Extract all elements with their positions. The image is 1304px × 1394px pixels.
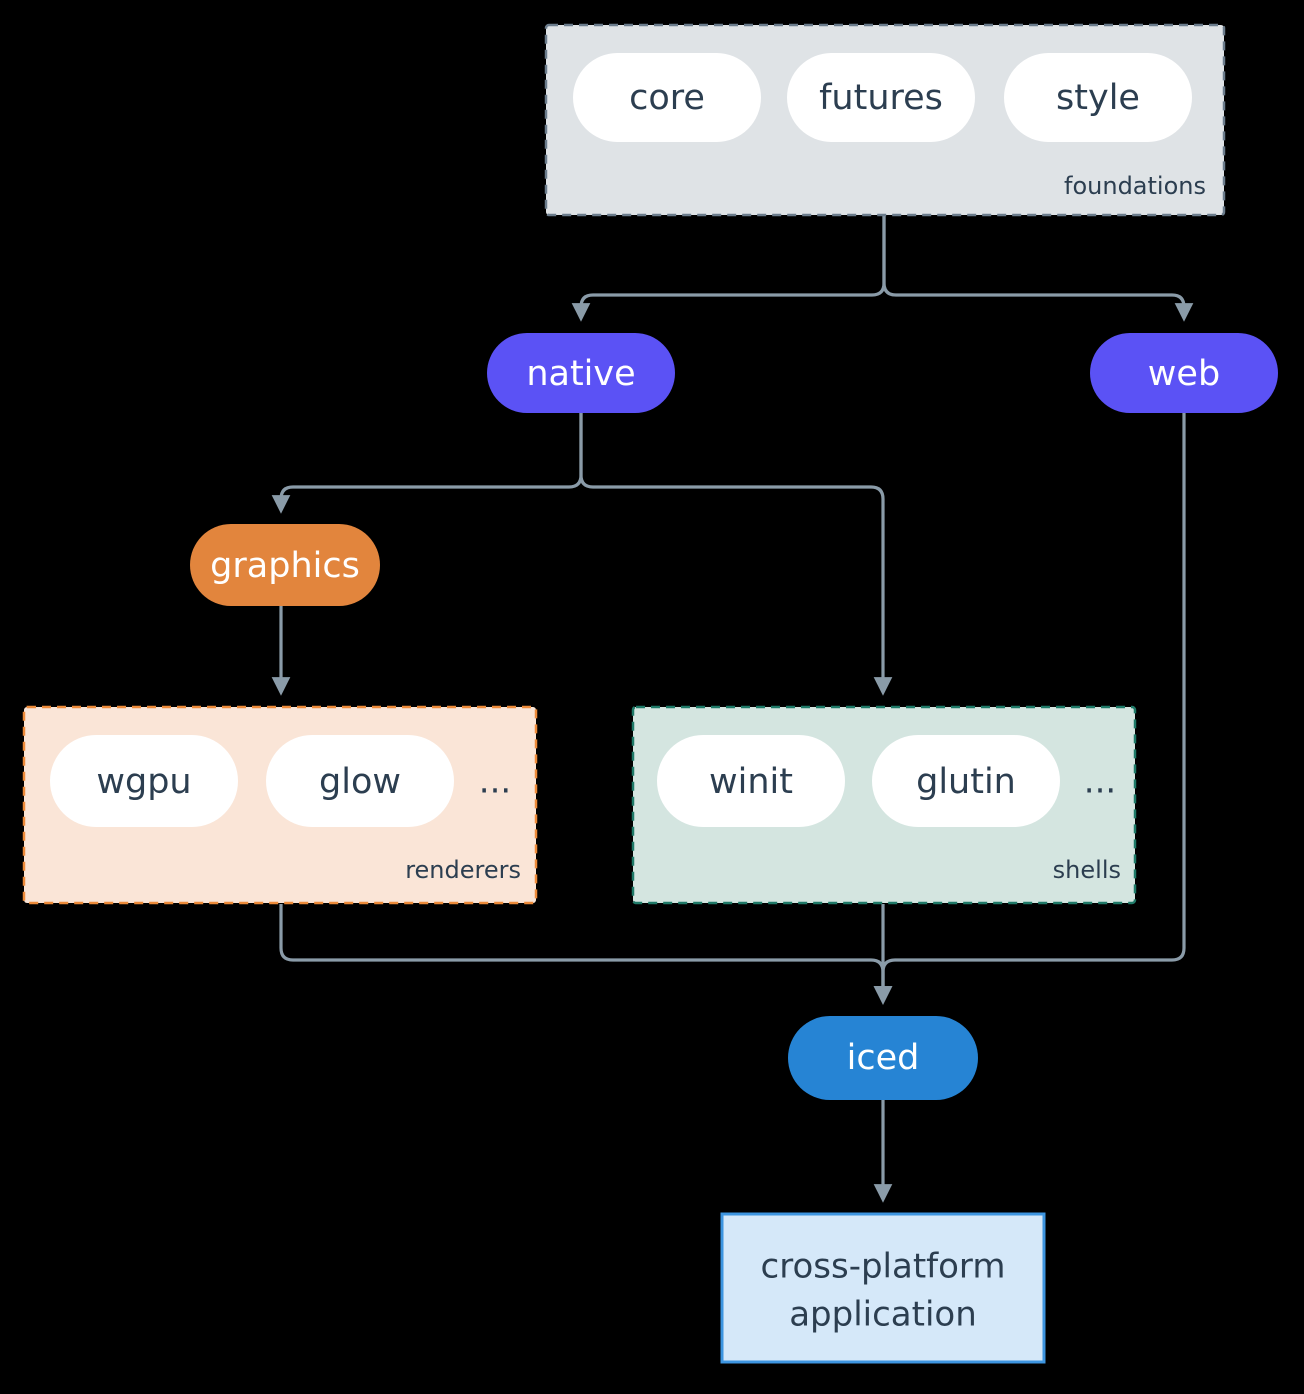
node-glow-shape [266,735,454,827]
edge-native-shells [579,413,893,696]
node-application-label-line2: application [789,1295,977,1335]
edge-web-iced [873,413,1186,1005]
node-web-shape [1090,333,1278,413]
node-glutin-shape [872,735,1060,827]
node-iced-label: iced [847,1038,920,1078]
renderers-ellipsis: ... [479,762,511,802]
cluster-renderers: wgpu glow ... renderers [22,705,538,905]
node-winit-label: winit [709,762,793,802]
cluster-shells-label: shells [1053,856,1121,884]
node-wgpu-label: wgpu [96,762,191,802]
node-iced[interactable]: iced [788,1016,978,1100]
node-futures[interactable]: futures [787,53,975,142]
node-style[interactable]: style [1004,53,1192,142]
node-graphics[interactable]: graphics [190,524,380,606]
node-graphics-shape [190,524,380,606]
cluster-renderers-label: renderers [405,856,521,884]
node-wgpu-shape [50,735,238,827]
node-futures-shape [787,53,975,142]
node-style-label: style [1056,78,1140,118]
node-core-shape [573,53,761,142]
node-futures-label: futures [819,78,943,118]
node-glutin[interactable]: glutin [872,735,1060,827]
node-native-label: native [526,354,635,394]
cluster-shells: winit glutin ... shells [631,705,1137,905]
node-winit[interactable]: winit [657,735,845,827]
node-application-label-line1: cross-platform [761,1247,1006,1287]
node-glow[interactable]: glow [266,735,454,827]
node-wgpu[interactable]: wgpu [50,735,238,827]
edge-foundations-web [882,216,1194,322]
node-winit-shape [657,735,845,827]
node-glow-label: glow [319,762,401,802]
node-core-label: core [629,78,705,118]
node-application-shape [720,1212,1046,1364]
node-iced-shape [788,1016,978,1100]
node-native-shape [487,333,675,413]
node-web-label: web [1148,354,1220,394]
node-glutin-label: glutin [916,762,1016,802]
node-application[interactable]: cross-platform application [720,1212,1046,1364]
cluster-foundations-label: foundations [1064,172,1206,200]
shells-ellipsis: ... [1084,762,1116,802]
node-web[interactable]: web [1090,333,1278,413]
node-graphics-label: graphics [210,546,360,586]
node-native[interactable]: native [487,333,675,413]
node-core[interactable]: core [573,53,761,142]
node-style-shape [1004,53,1192,142]
cluster-foundations: core futures style foundations [544,23,1226,217]
